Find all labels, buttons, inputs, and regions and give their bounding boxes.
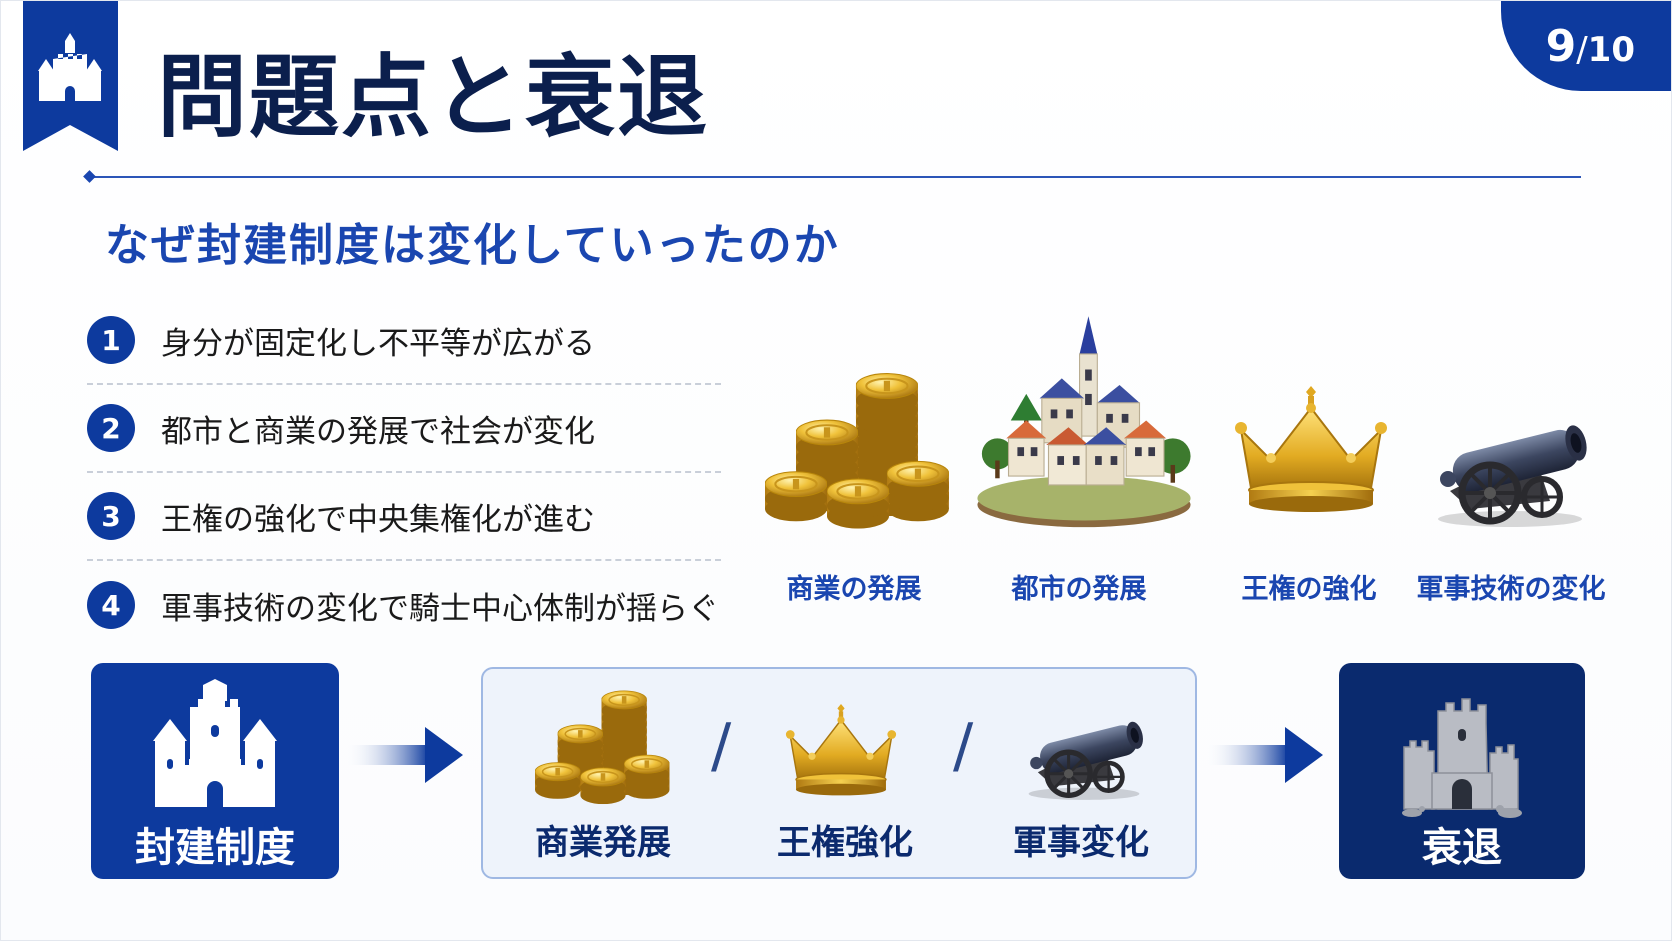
- coins-icon: [535, 687, 671, 805]
- icon-label-military: 軍事技術の変化: [1416, 574, 1606, 605]
- page-separator: /: [1576, 30, 1588, 70]
- feudal-system-label: 封建制度: [135, 825, 295, 871]
- cannon-icon: [1425, 401, 1595, 531]
- item-text: 身分が固定化し不平等が広がる: [161, 325, 595, 362]
- page-total: 10: [1587, 30, 1635, 70]
- decline-label: 衰退: [1422, 825, 1502, 871]
- problem-list: 1 身分が固定化し不平等が広がる 2 都市と商業の発展で社会が変化 3 王権の強…: [87, 297, 721, 649]
- item-number-badge: 4: [87, 581, 135, 629]
- factor-label-military: 軍事変化: [1013, 823, 1149, 863]
- item-number-badge: 1: [87, 316, 135, 364]
- cannon-icon: [1019, 703, 1149, 803]
- decline-box: 衰退: [1339, 663, 1585, 879]
- arrow-right-icon: [345, 727, 463, 783]
- factor-label-commerce: 商業発展: [535, 823, 671, 863]
- separator-slash: /: [711, 711, 732, 781]
- crown-icon: [1233, 384, 1389, 514]
- slide-title: 問題点と衰退: [157, 45, 709, 150]
- castle-ribbon-badge: [23, 1, 118, 151]
- title-underline: [89, 176, 1581, 178]
- icon-label-commerce: 商業の発展: [786, 574, 922, 605]
- crown-icon: [785, 703, 897, 797]
- factor-label-royal-power: 王権強化: [777, 823, 913, 863]
- arrow-right-icon: [1205, 727, 1323, 783]
- page-current: 9: [1545, 21, 1577, 72]
- problem-item: 4 軍事技術の変化で騎士中心体制が揺らぐ: [87, 561, 721, 649]
- change-factors-box: / / 商業発展 王権強化 軍事変化: [481, 667, 1197, 879]
- item-text: 軍事技術の変化で騎士中心体制が揺らぐ: [161, 590, 719, 627]
- separator-slash: /: [953, 711, 974, 781]
- problem-item: 3 王権の強化で中央集権化が進む: [87, 473, 721, 561]
- icon-label-cities: 都市の発展: [1011, 574, 1147, 605]
- feudal-system-box: 封建制度: [91, 663, 339, 879]
- item-number-badge: 3: [87, 492, 135, 540]
- icon-label-royal-power: 王権の強化: [1241, 574, 1377, 605]
- slide-subtitle: なぜ封建制度は変化していったのか: [105, 220, 840, 271]
- town-icon: [976, 315, 1192, 528]
- item-text: 都市と商業の発展で社会が変化: [161, 413, 595, 450]
- item-number-badge: 2: [87, 404, 135, 452]
- ruined-castle-icon: [1401, 698, 1523, 819]
- problem-item: 1 身分が固定化し不平等が広がる: [87, 297, 721, 385]
- castle-icon: [153, 679, 277, 807]
- item-text: 王権の強化で中央集権化が進む: [161, 501, 595, 538]
- page-number-badge: 9/10: [1501, 1, 1671, 91]
- problem-item: 2 都市と商業の発展で社会が変化: [87, 385, 721, 473]
- title-underline-marker: [83, 170, 96, 183]
- coins-icon: [765, 369, 951, 529]
